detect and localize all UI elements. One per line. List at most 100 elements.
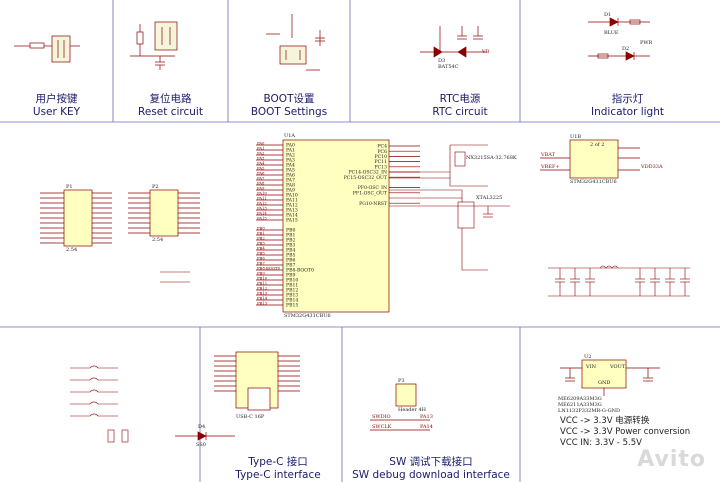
swd-net-swdio: SWDIO	[372, 414, 391, 420]
mcu-pin-label: PA9	[286, 188, 295, 194]
mcu-pin-net: PB3	[257, 240, 265, 245]
crystal-x1-label: NX3215SA-32.768K	[466, 155, 517, 161]
p1-pitch: 2.54	[66, 247, 78, 253]
mcu-pin-net: PA6	[257, 170, 265, 175]
mcu-pin-label: PA0	[286, 143, 295, 149]
usb-c-connector	[175, 351, 300, 441]
mcu-pin-label: PC15-OSC32_OUT	[344, 175, 388, 181]
u1b-net-vdda: VDD33A	[641, 164, 663, 170]
mcu-pin-net: PB2	[257, 235, 265, 240]
mcu-pin-label: PB4	[286, 248, 295, 254]
led-d2-label: BLUE	[604, 30, 619, 36]
u1b-ref: U1B	[570, 134, 582, 140]
mcu-pin-net: PB9	[257, 270, 265, 275]
mcu-pin-net: PB5	[257, 250, 265, 255]
mcu-pin-label: PA8	[286, 183, 295, 189]
ldo-vin: VIN	[586, 364, 596, 370]
swd-net-swclk: SWCLK	[372, 424, 392, 430]
mcu-pin-label: PB0	[286, 228, 295, 234]
swd-pin-pa14: PA14	[420, 424, 433, 430]
mcu-pin-label: PA5	[286, 168, 295, 174]
mcu-pin-label: PC6	[377, 149, 387, 155]
led-d2-ref: D2	[622, 46, 630, 52]
mcu-pin-net: PA4	[257, 160, 265, 165]
mcu-pin-net: PA1	[257, 145, 264, 150]
mcu-pin-net: PB7	[257, 260, 265, 265]
mcu-pin-net: PA3	[257, 155, 265, 160]
u1b-net-vbat: VBAT	[541, 152, 555, 158]
ldo-alt-2: LN1132P332MR-G-GND	[558, 408, 621, 414]
mcu-pin-label: PB8-BOOT0	[286, 268, 314, 274]
mcu-pin-label: PB15	[286, 303, 298, 309]
u1b-net-vref: VREF+	[541, 164, 560, 170]
p2-pitch: 2.54	[152, 237, 164, 243]
ldo-note-cn: VCC -> 3.3V 电源转换	[560, 416, 650, 426]
mcu-pin-label: PB2	[286, 238, 295, 244]
mcu-pin-net: PA10	[257, 190, 267, 195]
mcu-pin-net: PB1	[257, 230, 265, 235]
mcu-pin-net: PB11	[257, 280, 267, 285]
watermark-logo: Avito	[637, 447, 706, 472]
ldo-u2	[560, 359, 660, 396]
mcu-pin-label: PA11	[286, 198, 298, 204]
mcu-pin-net: PA7	[257, 175, 265, 180]
ldo-note-range: VCC IN: 3.3V - 5.5V	[560, 438, 642, 448]
mcu-pin-label: PB9	[286, 273, 295, 279]
ldo-note-en: VCC -> 3.3V Power conversion	[560, 427, 691, 437]
led-d1-label: PWR	[640, 40, 653, 46]
u1b-part: STM32G431CBU6	[570, 179, 617, 185]
usb-ref: USB-C 16P	[236, 414, 265, 420]
swd-ref: P3	[398, 378, 405, 384]
ldo-ref: U2	[584, 354, 592, 360]
mcu-u1b	[540, 139, 640, 179]
mcu-pin-label: PB6	[286, 258, 295, 264]
mcu-pin-label: PA10	[286, 193, 298, 199]
mcu-ref: U1A	[284, 133, 296, 139]
mcu-pin-net: PA0	[257, 140, 265, 145]
mcu-pin-label: PB1	[286, 233, 295, 239]
mcu-pin-label: PC4	[377, 144, 387, 150]
mcu-pin-net: PA8	[257, 180, 265, 185]
usb-diode-label: SS0	[196, 442, 206, 448]
mcu-pin-label: PB3	[286, 243, 295, 249]
mcu-pin-net: PA14	[257, 210, 267, 215]
mcu-pin-net: PB10	[257, 275, 268, 280]
mcu-pin-label: PA7	[286, 178, 295, 184]
mcu-pin-label: PC13	[375, 164, 388, 170]
mcu-pin-label: PC14-OSC32_IN	[349, 170, 387, 176]
mcu-pin-label: PB14	[286, 298, 298, 304]
p2-ref: P2	[152, 184, 159, 190]
mcu-pin-net: PB12	[257, 285, 268, 290]
mcu-pin-label: PA3	[286, 158, 295, 164]
panel-title-swd: SW 调试下载接口 SW debug download interface	[352, 456, 510, 481]
mcu-pin-label: PF1-OSC_OUT	[353, 190, 388, 196]
indicator-circuit	[588, 17, 650, 61]
user-key-circuit	[14, 35, 80, 63]
mcu-pin-net: PB4	[257, 245, 265, 250]
mcu-pin-label: PB5	[286, 253, 295, 259]
rtc-circuit	[420, 26, 486, 58]
ldo-alt-1: ME6211A33M3G	[558, 402, 602, 408]
ldo-vout: VOUT	[610, 364, 626, 370]
panel-title-boot: BOOT设置 BOOT Settings	[250, 93, 328, 118]
mcu-pin-label: PA12	[286, 203, 298, 209]
mcu-pin-label: PA15	[286, 218, 298, 224]
header-p2	[128, 189, 200, 237]
reset-circuit	[130, 21, 178, 70]
mcu-pin-net: PB13	[257, 290, 268, 295]
u1b-unit: 2 of 2	[590, 142, 605, 148]
mcu-pin-net: PB14	[257, 295, 268, 300]
mcu-pin-net: PA9	[257, 185, 265, 190]
mcu-pin-net: PA11	[257, 195, 267, 200]
rtc-diode-part: BAT54C	[438, 64, 459, 70]
usb-diode-ref: D4	[198, 424, 206, 430]
mcu-pin-net: PB15	[257, 300, 268, 305]
mcu-pin-net: PA15	[257, 215, 267, 220]
mcu-pin-label: PA4	[286, 163, 295, 169]
mcu-u1a	[256, 139, 420, 313]
mcu-pin-label: PB7	[286, 263, 295, 269]
mcu-pin-label: PA14	[286, 213, 298, 219]
mcu-pin-label: PC11	[375, 159, 388, 165]
mcu-pin-label: PG10-NRST	[359, 201, 388, 207]
